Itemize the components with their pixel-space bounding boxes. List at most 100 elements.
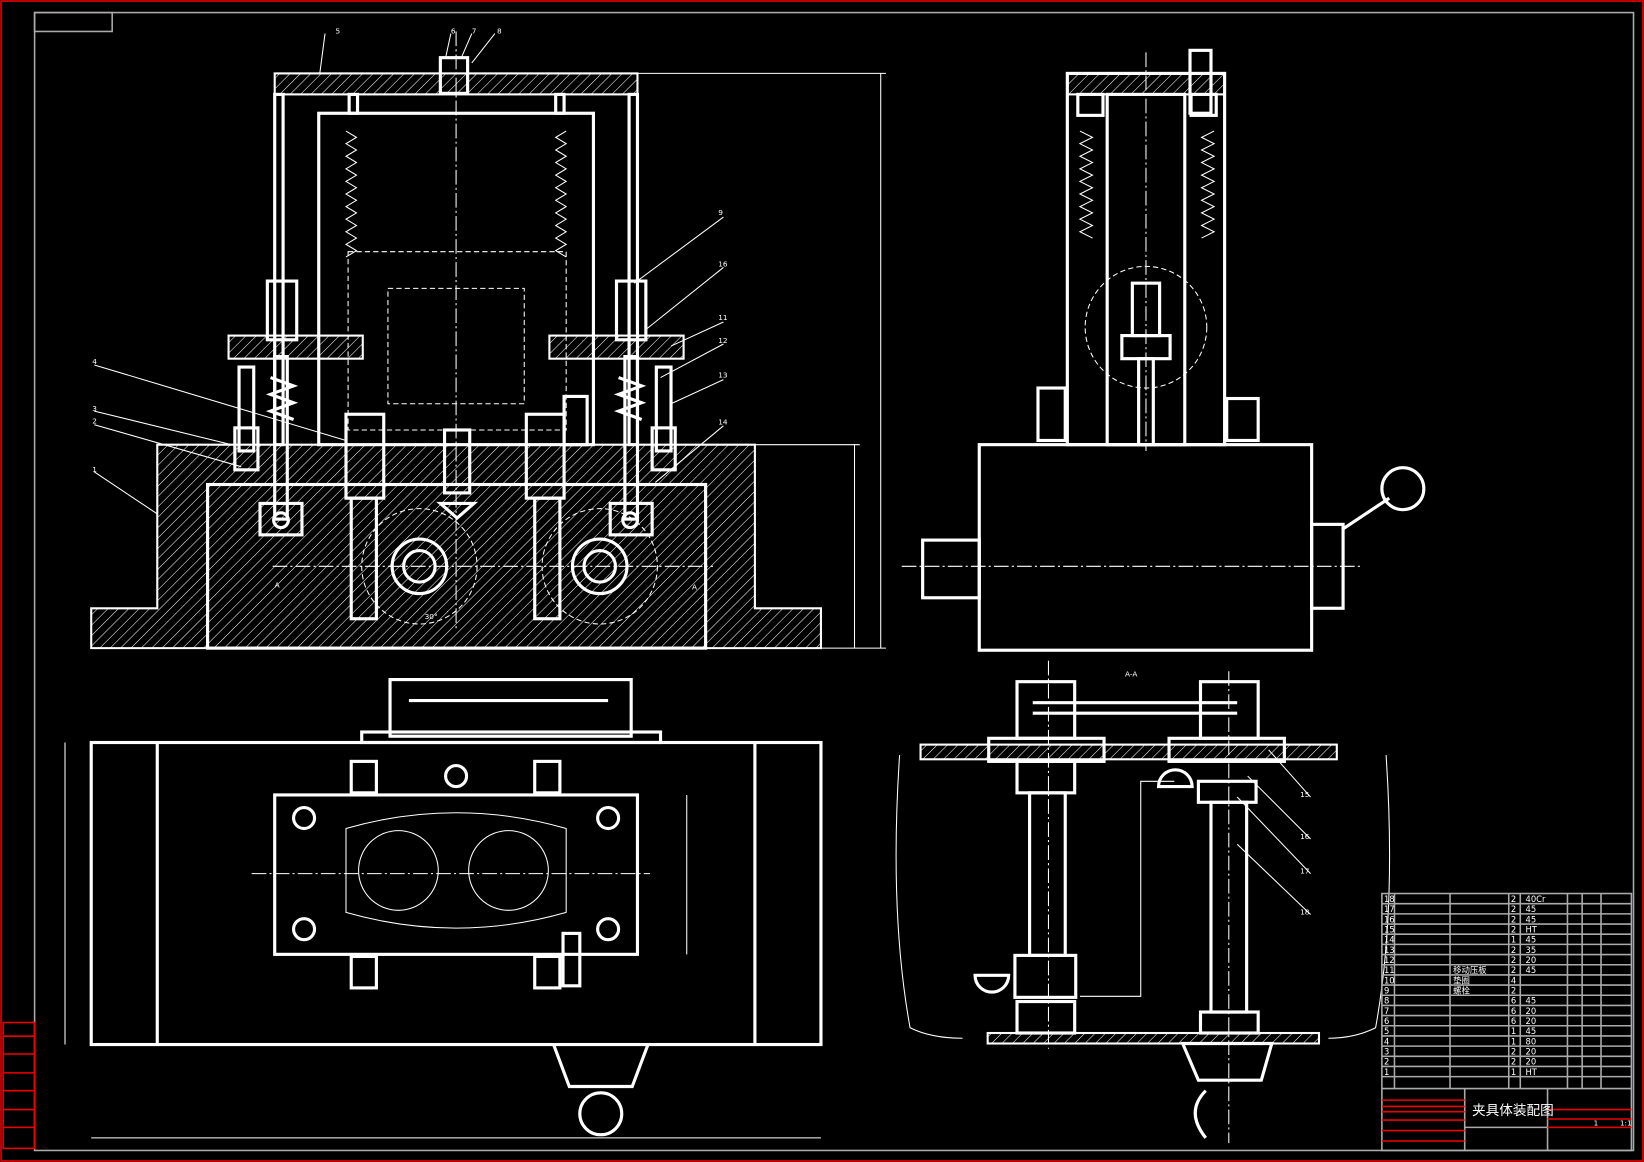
parts-list-row: 17 2 45	[1381, 904, 1632, 915]
callout-1: 1	[92, 465, 97, 474]
callout-8: 8	[497, 27, 502, 36]
part-number: 14	[1384, 935, 1395, 945]
part-material: 45	[1526, 914, 1537, 924]
part-material: 20	[1526, 955, 1537, 965]
part-quantity: 1	[1511, 1026, 1516, 1036]
parts-list-row: 5 1 45	[1381, 1026, 1632, 1037]
parts-list-row: 4 1 80	[1381, 1036, 1632, 1047]
parts-list-row: 13 2 35	[1381, 945, 1632, 956]
callout-13: 13	[718, 371, 728, 380]
part-number: 5	[1384, 1026, 1389, 1036]
part-number: 4	[1384, 1036, 1389, 1046]
part-quantity: 4	[1511, 975, 1516, 985]
part-material: 40Cr	[1526, 894, 1547, 904]
parts-list-row: 6 6 20	[1381, 1016, 1632, 1027]
part-quantity: 2	[1511, 914, 1516, 924]
side-view	[901, 48, 1426, 652]
part-name: 螺栓	[1453, 985, 1470, 995]
part-quantity: 2	[1511, 904, 1516, 914]
part-material: 20	[1526, 1016, 1537, 1026]
part-material: 45	[1526, 904, 1537, 914]
part-number: 6	[1384, 1016, 1389, 1026]
part-quantity: 1	[1511, 1036, 1516, 1046]
callout-7: 7	[472, 27, 477, 36]
sheet-count: 1	[1594, 1118, 1599, 1127]
section-mark-left: A	[275, 580, 280, 589]
part-number: 2	[1384, 1057, 1389, 1067]
part-quantity: 2	[1511, 894, 1516, 904]
callout-17: 17	[1300, 867, 1310, 876]
part-material: HT	[1526, 1067, 1538, 1077]
callout-16: 16	[1300, 832, 1310, 841]
part-number: 17	[1384, 904, 1395, 914]
part-quantity: 6	[1511, 996, 1516, 1006]
parts-list-row: 8 6 45	[1381, 996, 1632, 1007]
part-material: 45	[1526, 996, 1537, 1006]
callout-9: 9	[718, 208, 723, 217]
part-name: 移动压板	[1453, 965, 1487, 975]
section-view-a-a: A-A	[895, 660, 1391, 1144]
callout-10: 16	[718, 259, 728, 268]
left-signature-strip	[2, 1021, 36, 1150]
drawing-scale: 1:1	[1620, 1118, 1632, 1127]
parts-list-row: 1 1 HT	[1381, 1067, 1632, 1078]
part-number: 10	[1384, 975, 1395, 985]
part-callouts: 1 2 3 4 5 6 7 8 9 16 11 12 13 14 15 16 1…	[92, 27, 1311, 916]
part-quantity: 2	[1511, 945, 1516, 955]
part-quantity: 2	[1511, 985, 1516, 995]
callout-6: 6	[451, 27, 456, 36]
part-name: 垫圈	[1453, 975, 1470, 985]
part-material: 20	[1526, 1006, 1537, 1016]
parts-list-row: 14 1 45	[1381, 935, 1632, 946]
part-number: 15	[1384, 924, 1395, 934]
part-number: 18	[1384, 894, 1395, 904]
part-quantity: 2	[1511, 1057, 1516, 1067]
part-quantity: 2	[1511, 924, 1516, 934]
part-number: 8	[1384, 996, 1389, 1006]
part-quantity: 6	[1511, 1006, 1516, 1016]
part-material: 20	[1526, 1057, 1537, 1067]
part-number: 11	[1384, 965, 1395, 975]
parts-list-row: 18 2 40Cr	[1381, 894, 1632, 905]
callout-11: 11	[718, 313, 727, 322]
part-quantity: 1	[1511, 1067, 1516, 1077]
part-quantity: 2	[1511, 955, 1516, 965]
part-quantity: 2	[1511, 1047, 1516, 1057]
section-title: A-A	[1125, 669, 1137, 678]
part-number: 12	[1384, 955, 1395, 965]
part-material: 45	[1526, 965, 1537, 975]
front-view: A A 30°	[90, 31, 886, 650]
parts-list-row: 3 2 20	[1381, 1047, 1632, 1058]
callout-2: 2	[92, 417, 97, 426]
parts-list-row: 10 垫圈 4	[1381, 975, 1632, 986]
part-number: 7	[1384, 1006, 1389, 1016]
part-material: 20	[1526, 1047, 1537, 1057]
callout-12: 12	[718, 336, 727, 345]
part-number: 9	[1384, 985, 1389, 995]
part-material: 45	[1526, 1026, 1537, 1036]
part-material: HT	[1526, 924, 1538, 934]
parts-list-row: 15 2 HT	[1381, 924, 1632, 936]
drawing-title: 夹具体装配图	[1472, 1103, 1554, 1119]
part-material: 35	[1526, 945, 1537, 955]
part-number: 3	[1384, 1047, 1389, 1057]
part-number: 1	[1384, 1067, 1389, 1077]
callout-3: 3	[92, 404, 97, 413]
part-material: 80	[1526, 1036, 1537, 1046]
callout-4: 4	[92, 357, 97, 366]
parts-list-row: 12 2 20	[1381, 955, 1632, 966]
parts-list-row: 7 6 20	[1381, 1006, 1632, 1017]
top-view	[64, 678, 823, 1139]
part-quantity: 6	[1511, 1016, 1516, 1026]
part-number: 13	[1384, 945, 1395, 955]
part-quantity: 1	[1511, 935, 1516, 945]
parts-list-row: 2 2 20	[1381, 1057, 1632, 1068]
part-material: 45	[1526, 935, 1537, 945]
callout-5: 5	[336, 27, 341, 36]
